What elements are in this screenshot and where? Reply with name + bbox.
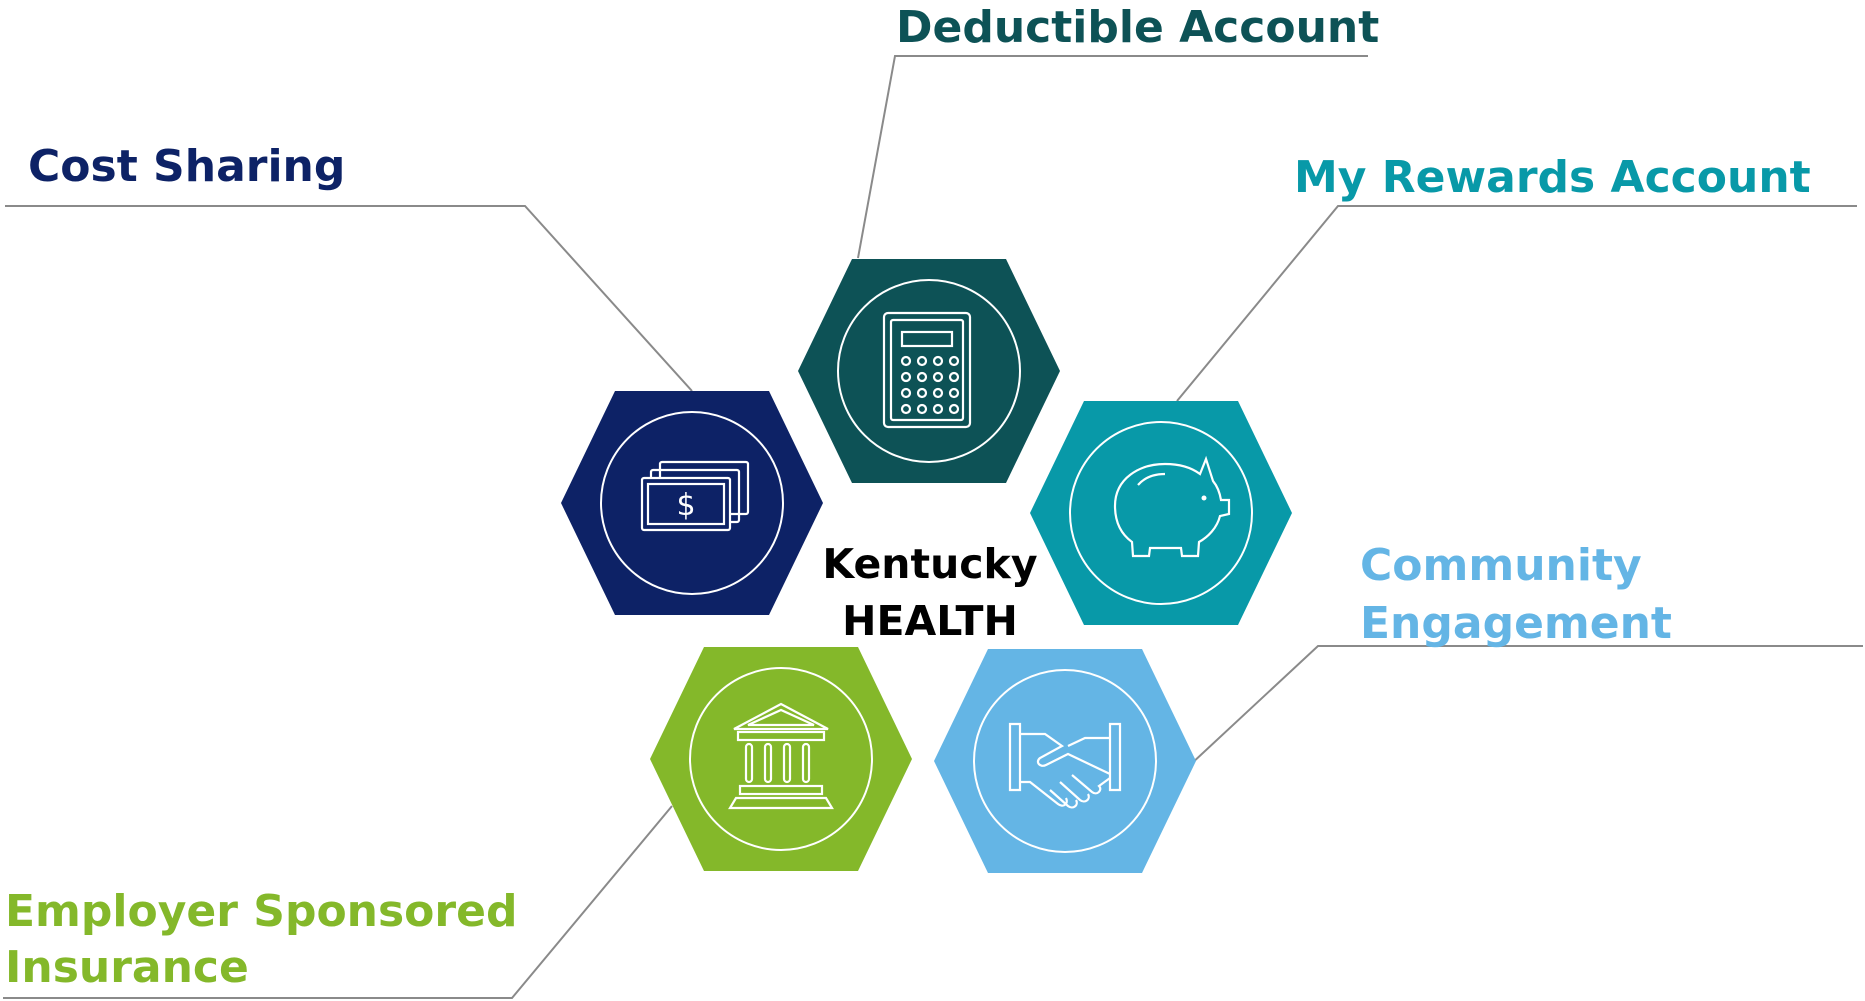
connector-cost bbox=[5, 205, 693, 392]
hexagon-deductible-shape bbox=[798, 259, 1060, 483]
connector-employer bbox=[3, 805, 673, 999]
label-cost-line1: Cost Sharing bbox=[28, 141, 346, 192]
bank-building-icon bbox=[728, 702, 834, 810]
label-employer: Employer Sponsored Insurance bbox=[5, 884, 517, 996]
hexagon-cost: $ bbox=[561, 391, 823, 615]
handshake-icon bbox=[1008, 722, 1122, 809]
hexagon-deductible-ring bbox=[837, 279, 1021, 463]
hexagon-cost-ring bbox=[600, 411, 784, 595]
hexagon-employer-shape bbox=[650, 647, 912, 871]
label-cost: Cost Sharing bbox=[28, 142, 345, 192]
hexagon-employer-ring bbox=[689, 667, 873, 851]
hexagon-rewards-shape bbox=[1030, 401, 1292, 625]
dollar-bills-icon: $ bbox=[640, 460, 750, 532]
label-community-line1: Community bbox=[1360, 540, 1642, 591]
label-rewards: My Rewards Account bbox=[1294, 153, 1811, 203]
label-deductible-line1: Deductible Account bbox=[896, 2, 1380, 53]
hexagon-rewards bbox=[1030, 401, 1292, 625]
piggy-bank-icon bbox=[1113, 455, 1231, 558]
label-community: Community Engagement bbox=[1360, 537, 1672, 653]
calculator-keys bbox=[900, 355, 960, 415]
hexagon-community-ring bbox=[973, 669, 1157, 853]
hexagon-community bbox=[934, 649, 1196, 873]
center-label: Kentucky HEALTH bbox=[800, 536, 1060, 650]
hexagon-community-shape bbox=[934, 649, 1196, 873]
connector-deductible bbox=[857, 55, 1368, 259]
connector-rewards bbox=[1176, 205, 1857, 402]
connector-community bbox=[1189, 645, 1863, 766]
label-deductible: Deductible Account bbox=[896, 3, 1379, 53]
label-rewards-line1: My Rewards Account bbox=[1294, 152, 1811, 203]
label-employer-line1: Employer Sponsored bbox=[5, 886, 518, 937]
center-label-line2: HEALTH bbox=[842, 597, 1018, 645]
center-label-line1: Kentucky bbox=[822, 540, 1038, 588]
svg-text:$: $ bbox=[676, 488, 695, 523]
hexagon-employer bbox=[650, 647, 912, 871]
calculator-icon bbox=[882, 311, 972, 429]
hexagon-rewards-ring bbox=[1069, 421, 1253, 605]
label-community-line2: Engagement bbox=[1360, 598, 1672, 649]
label-employer-line2: Insurance bbox=[5, 942, 249, 993]
hexagon-deductible bbox=[798, 259, 1060, 483]
